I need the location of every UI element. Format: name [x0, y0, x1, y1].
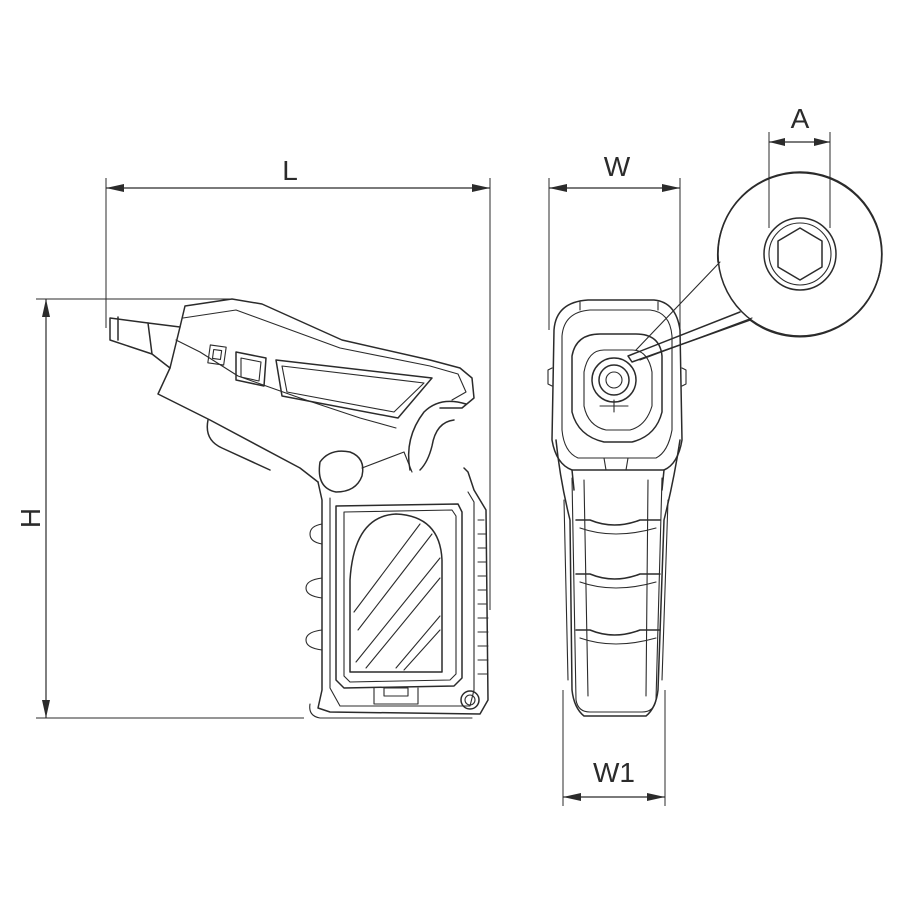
hex-bit-detail-callout	[627, 171, 883, 363]
length-label: L	[282, 155, 298, 186]
height-label: H	[15, 508, 46, 528]
front-view	[547, 299, 687, 717]
width-label: W	[604, 151, 631, 182]
bit-size-label: A	[791, 103, 810, 134]
side-view	[109, 298, 489, 719]
grip-width-label: W1	[593, 757, 635, 788]
dimension-lines	[36, 132, 831, 806]
